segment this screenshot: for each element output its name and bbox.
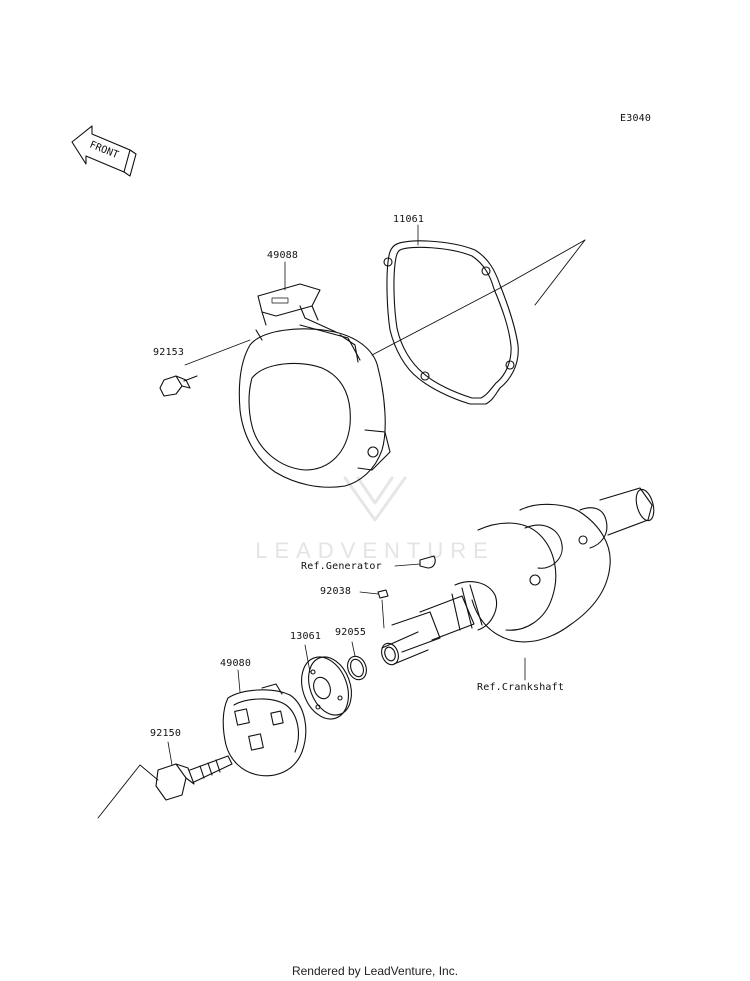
leadventure-logo-icon [343, 476, 407, 522]
o-ring-92055 [347, 655, 367, 681]
part-label-49080[interactable]: 49080 [220, 658, 252, 669]
axis-lines [97, 239, 586, 819]
front-arrow-icon: FRONT [71, 125, 137, 177]
part-label-49088[interactable]: 49088 [267, 250, 299, 261]
part-label-92038[interactable]: 92038 [320, 586, 352, 597]
crankshaft [381, 487, 655, 666]
ref-label-crankshaft[interactable]: Ref.Crankshaft [477, 682, 565, 693]
leadventure-watermark: LEADVENTURE [255, 538, 495, 563]
ref-label-generator[interactable]: Ref.Generator [301, 561, 382, 572]
pulley-49080 [222, 683, 307, 777]
bolt-92153 [159, 375, 198, 397]
part-label-92150[interactable]: 92150 [150, 728, 182, 739]
bolt-92150 [155, 755, 233, 801]
diagram-code: E3040 [620, 113, 652, 124]
part-label-13061[interactable]: 13061 [290, 631, 322, 642]
gasket-11061 [383, 240, 519, 405]
generator-key [419, 555, 436, 569]
front-label: FRONT [88, 140, 120, 161]
part-label-92055[interactable]: 92055 [335, 627, 367, 638]
recoil-starter-housing [238, 324, 391, 488]
leader-lines [167, 224, 526, 766]
key-92038 [377, 589, 389, 599]
footer-credit: Rendered by LeadVenture, Inc. [291, 964, 459, 978]
starter-handle-49088 [257, 283, 337, 333]
part-label-11061[interactable]: 11061 [393, 214, 425, 225]
hub-13061 [301, 656, 352, 720]
part-label-92153[interactable]: 92153 [153, 347, 185, 358]
